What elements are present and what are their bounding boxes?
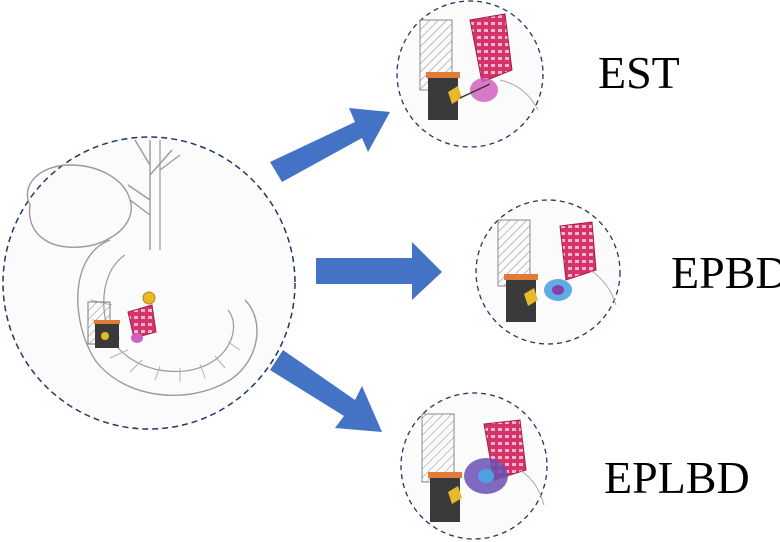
epbd-sketch: [475, 199, 621, 345]
main-anatomy-sketch: [2, 136, 296, 430]
epbd-label: EPBD: [671, 247, 780, 298]
est-sketch: [396, 0, 544, 148]
est-label: EST: [598, 47, 680, 98]
arrow-to-est: [270, 108, 390, 182]
arrow-to-epbd: [316, 242, 442, 300]
eplbd-label: EPLBD: [604, 452, 750, 503]
eplbd-sketch: [400, 392, 548, 540]
arrow-to-eplbd: [270, 350, 382, 432]
